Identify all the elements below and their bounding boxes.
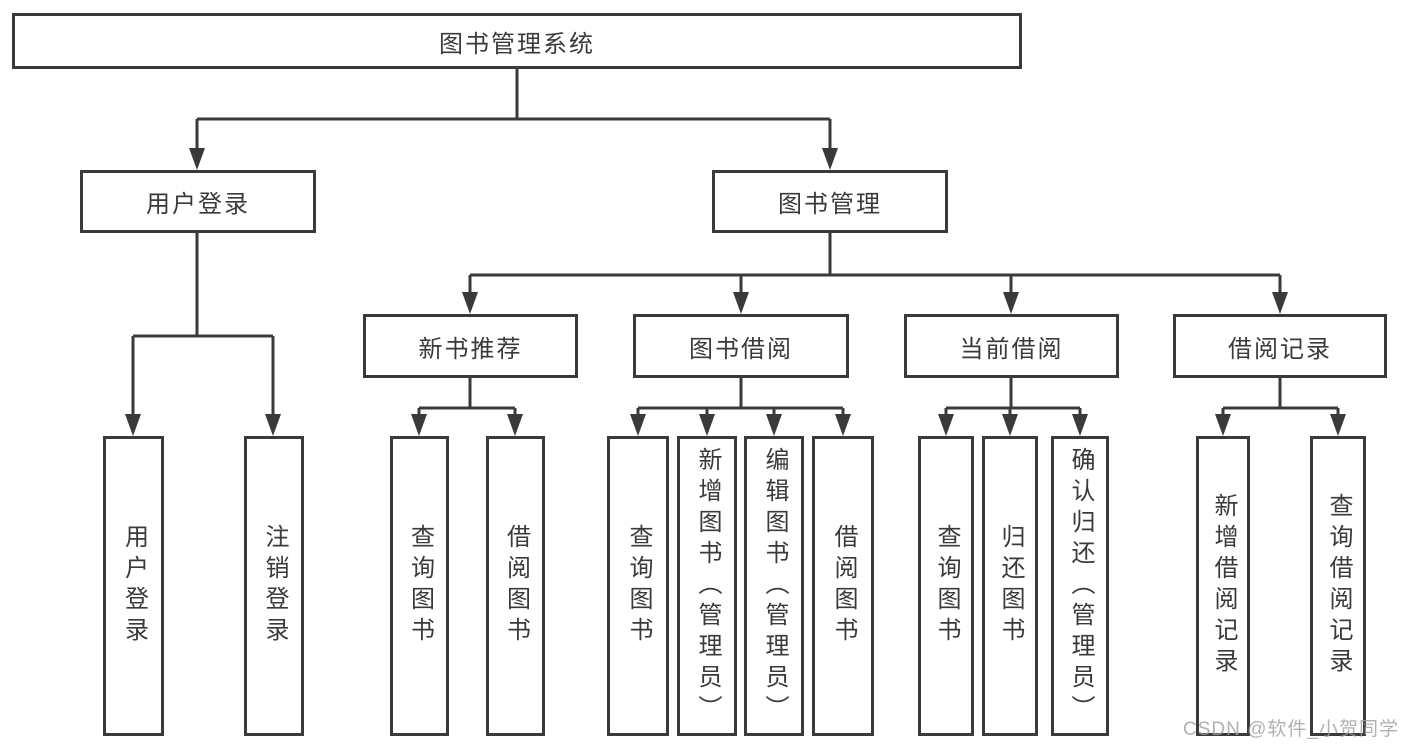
- leaf-add-borrow-record: 新增借阅记录: [1196, 436, 1250, 736]
- leaf-confirm-return-admin: 确认归还（管理员）: [1051, 436, 1109, 736]
- leaf-query-borrow-record: 查询借阅记录: [1310, 436, 1366, 736]
- node-borrowing-records: 借阅记录: [1173, 314, 1387, 378]
- node-user-login-module: 用户登录: [80, 170, 316, 233]
- node-book-management-module: 图书管理: [712, 170, 948, 233]
- csdn-watermark: CSDN @软件_小贺同学: [1183, 719, 1399, 740]
- leaf-borrow-books-recommend: 借阅图书: [486, 436, 545, 736]
- node-current-borrowing: 当前借阅: [904, 314, 1119, 378]
- leaf-query-books-borrowing: 查询图书: [607, 436, 669, 736]
- node-root-system: 图书管理系统: [12, 13, 1022, 69]
- node-new-book-recommendation: 新书推荐: [363, 314, 578, 378]
- leaf-edit-books-admin: 编辑图书（管理员）: [744, 436, 804, 736]
- leaf-query-books-current: 查询图书: [918, 436, 974, 736]
- node-book-borrowing: 图书借阅: [633, 314, 849, 378]
- leaf-logout: 注销登录: [244, 436, 304, 736]
- leaf-user-login: 用户登录: [103, 436, 164, 736]
- leaf-borrow-books: 借阅图书: [812, 436, 874, 736]
- leaf-query-books-recommend: 查询图书: [390, 436, 449, 736]
- leaf-return-books: 归还图书: [982, 436, 1038, 736]
- leaf-add-books-admin: 新增图书（管理员）: [677, 436, 737, 736]
